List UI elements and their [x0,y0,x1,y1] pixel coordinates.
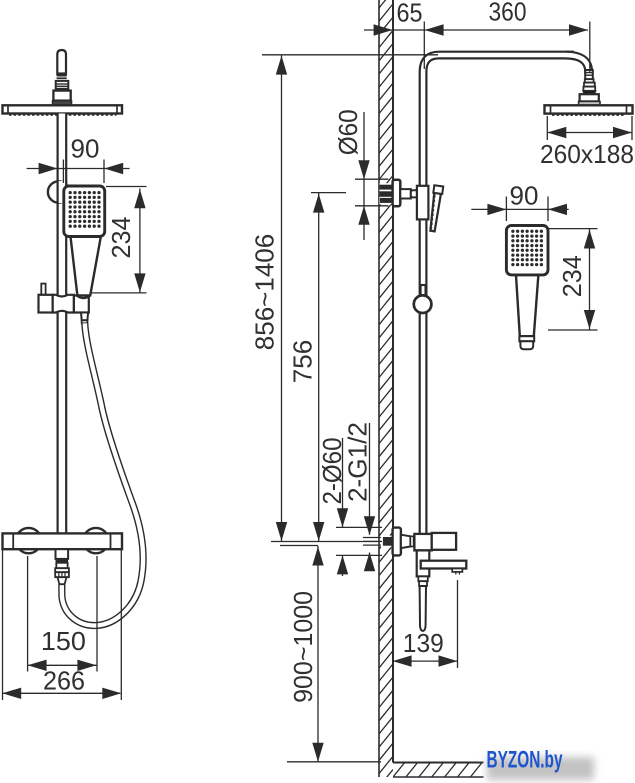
svg-text:2-G1/2: 2-G1/2 [342,422,372,502]
svg-text:139: 139 [403,628,444,658]
svg-text:360: 360 [489,0,527,27]
svg-text:90: 90 [510,181,539,211]
svg-text:856~1406: 856~1406 [250,234,280,350]
svg-text:756: 756 [288,340,318,383]
svg-text:260x188: 260x188 [540,139,634,169]
svg-text:90: 90 [71,134,100,164]
svg-text:2-Ø60: 2-Ø60 [317,438,347,505]
svg-text:150: 150 [41,626,86,656]
svg-text:266: 266 [43,666,85,696]
svg-text:BYZON.by: BYZON.by [487,747,563,774]
svg-text:Ø60: Ø60 [333,109,363,155]
svg-text:900~1000: 900~1000 [288,591,318,703]
svg-text:234: 234 [106,217,136,259]
svg-text:234: 234 [557,255,587,297]
svg-text:65: 65 [397,0,423,28]
